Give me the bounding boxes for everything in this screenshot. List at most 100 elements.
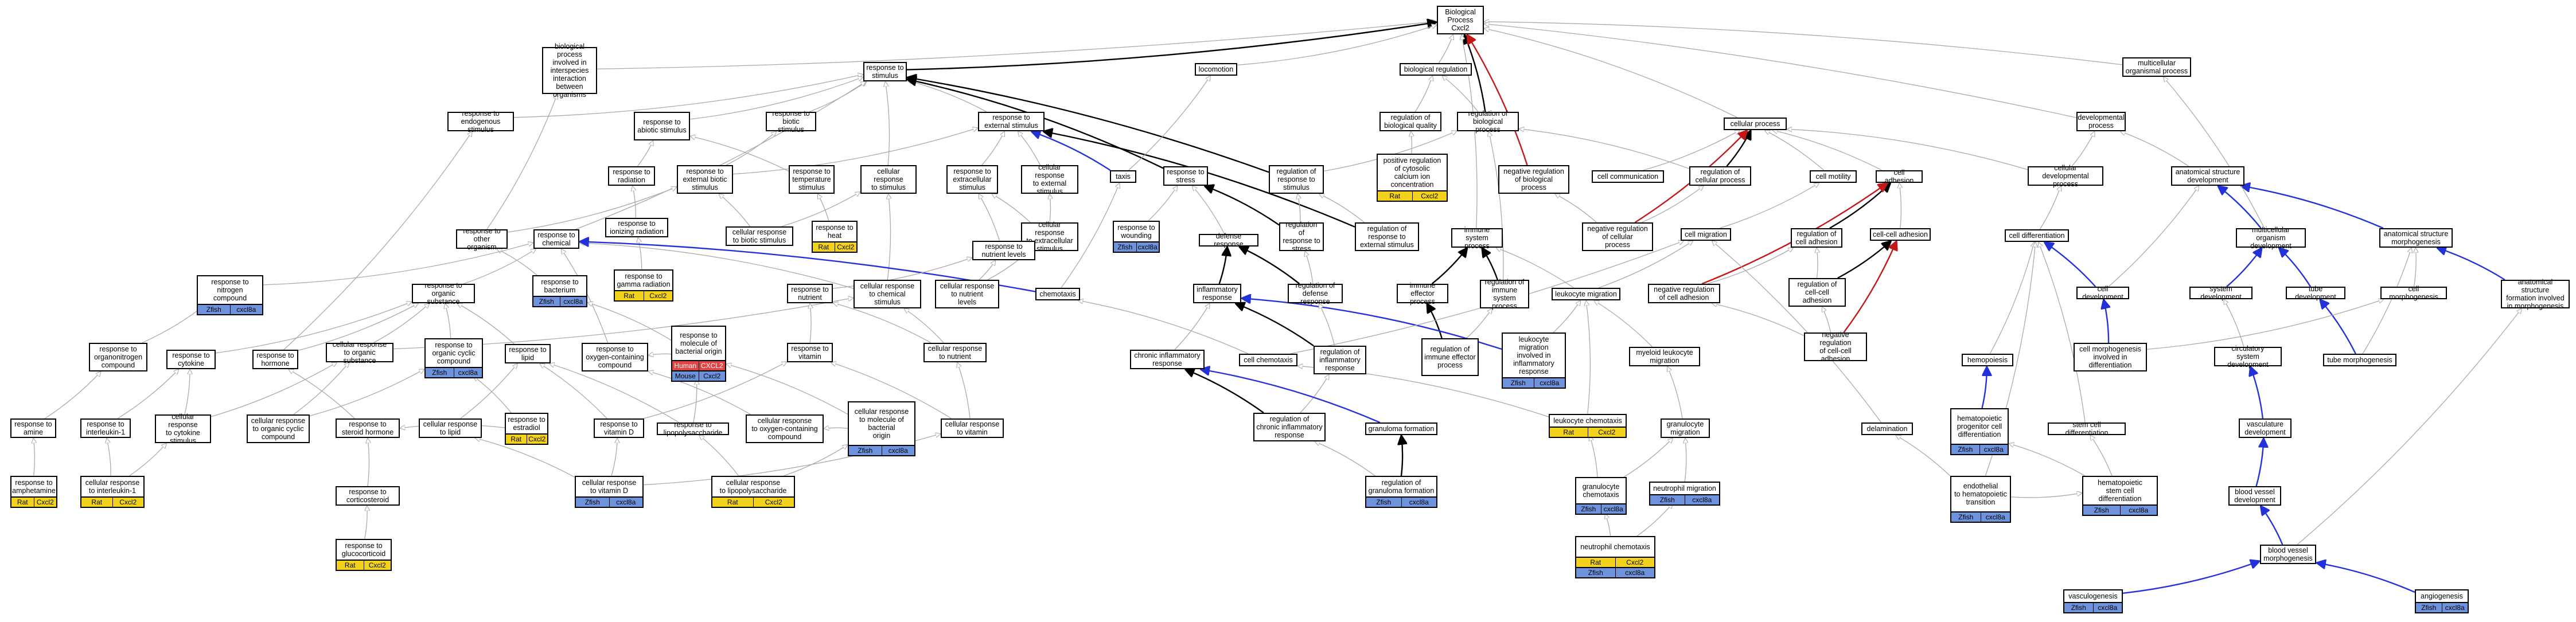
node-neg-reg-adh[interactable]: negative regulation of cell adhesion [1648, 284, 1720, 303]
node-resp-temp[interactable]: response to temperature stimulus [789, 165, 835, 194]
node-cell-resp-stim[interactable]: cellular response to stimulus [860, 165, 917, 194]
node-cell-chemo[interactable]: cell chemotaxis [1239, 354, 1297, 366]
node-cell-resp-org-cyc[interactable]: cellular response to organic cyclic comp… [247, 414, 310, 443]
node-multorg[interactable]: multicellular organismal process [2122, 57, 2191, 77]
node-resp-extracell[interactable]: response to extracellular stimulus [946, 165, 998, 194]
node-tube-morph[interactable]: tube morphogenesis [2323, 354, 2396, 366]
node-cell-dev[interactable]: cell development [2076, 285, 2129, 301]
node-resp-nutr[interactable]: response to nutrient [787, 284, 833, 303]
node-neg-reg-bp[interactable]: negative regulation of biological proces… [1498, 165, 1569, 194]
node-resp-hormone[interactable]: response to hormone [252, 350, 298, 369]
node-resp-il1[interactable]: response to interleukin-1 [80, 418, 131, 438]
node-tube-dev[interactable]: tube development [2286, 285, 2345, 301]
node-cell-diff[interactable]: cell differentiation [2005, 229, 2069, 242]
node-biolreg[interactable]: biological regulation [1400, 63, 1472, 76]
node-bv-morph[interactable]: blood vessel morphogenesis [2260, 545, 2316, 564]
node-cell-dev-proc[interactable]: cellular developmental process [2028, 164, 2103, 188]
node-reg-chronic[interactable]: regulation of chronic inflammatory respo… [1253, 413, 1326, 441]
node-resp-lipid[interactable]: response to lipid [505, 344, 551, 363]
node-multi-org-dev[interactable]: multicellular organism development [2236, 226, 2306, 250]
node-cell-resp-nutr[interactable]: cellular response to nutrient [923, 343, 987, 362]
node-root[interactable]: Biological Process Cxcl2 [1437, 6, 1484, 34]
node-cell-resp-ext[interactable]: cellular response to external stimulus [1021, 163, 1078, 195]
node-hemopoiesis[interactable]: hemopoiesis [1962, 354, 2013, 366]
node-resp-other[interactable]: response to other organism [456, 227, 508, 251]
node-resp-rad[interactable]: response to radiation [608, 166, 655, 186]
node-stem-diff[interactable]: stem cell differentiation [2048, 421, 2126, 437]
node-neg-reg-cell[interactable]: negative regulation of cellular process [1582, 222, 1653, 251]
node-granulocyte-mig[interactable]: granulocyte migration [1661, 418, 1710, 438]
node-resp-lps[interactable]: response to lipopolysaccharide [657, 421, 729, 437]
node-resp-org-sub[interactable]: response to organic substance [412, 281, 475, 306]
node-resp-ion[interactable]: response to ionizing radiation [605, 218, 668, 237]
node-loc[interactable]: locomotion [1195, 63, 1237, 76]
node-cell-resp-mol-bact[interactable]: cellular response to molecule of bacteri… [848, 401, 915, 456]
node-cell-proc[interactable]: cellular process [1724, 118, 1787, 130]
node-leuk-mig-inflam[interactable]: leukocyte migration involved in inflamma… [1502, 332, 1566, 389]
node-reg-imm[interactable]: regulation of immune system process [1480, 278, 1529, 310]
node-reg-bq[interactable]: regulation of biological quality [1379, 112, 1441, 131]
node-resp-mol-bact[interactable]: response to molecule of bacterial origin… [671, 326, 726, 382]
node-resp-stim[interactable]: response to stimulus [863, 62, 907, 81]
node-resp-vit[interactable]: response to vitamin [787, 343, 833, 362]
node-resp-amine[interactable]: response to amine [10, 418, 56, 438]
node-reg-inflam[interactable]: regulation of inflammatory response [1314, 346, 1366, 374]
node-resp-o2[interactable]: response to oxygen-containing compound [582, 343, 648, 371]
node-resp-biotic[interactable]: response to biotic stimulus [766, 109, 816, 134]
node-taxis[interactable]: taxis [1110, 170, 1136, 183]
node-resp-abio[interactable]: response to abiotic stimulus [634, 112, 690, 140]
node-resp-chem[interactable]: response to chemical [533, 229, 579, 249]
node-resp-org-n[interactable]: response to organonitrogen compound [89, 343, 147, 371]
node-vasc-dev[interactable]: vasculature development [2239, 418, 2291, 438]
node-cell-resp-org[interactable]: cellular response to organic substance [326, 341, 393, 365]
node-dev-proc[interactable]: developmental process [2076, 112, 2126, 131]
node-reg-bp[interactable]: regulation of biological process [1457, 109, 1519, 134]
node-resp-cortico[interactable]: response to corticosteroid [336, 486, 400, 506]
node-cell-resp-extracell[interactable]: cellular response to extracellular stimu… [1021, 221, 1078, 253]
node-resp-cytokine[interactable]: response to cytokine [166, 350, 216, 369]
node-cell-motility[interactable]: cell motility [1810, 170, 1857, 183]
node-resp-ext-biotic[interactable]: response to external biotic stimulus [677, 165, 733, 194]
node-resp-nutr-lvl[interactable]: response to nutrient levels [972, 241, 1035, 260]
node-reg-cell-adh[interactable]: regulation of cell adhesion [1791, 228, 1842, 248]
node-reg-imm-eff[interactable]: regulation of immune effector process [1421, 338, 1479, 376]
node-reg-cc-adh[interactable]: regulation of cell-cell adhesion [1788, 278, 1846, 307]
node-granuloma[interactable]: granuloma formation [1365, 423, 1437, 435]
node-myeloid-mig[interactable]: myeloid leukocyte migration [1629, 347, 1700, 366]
node-reg-resp-stress[interactable]: regulation of response to stress [1279, 221, 1324, 253]
node-cell-resp-o2[interactable]: cellular response to oxygen-containing c… [746, 414, 824, 443]
node-cell-morph-diff[interactable]: cell morphogenesis involved in different… [2074, 343, 2147, 371]
node-cell-morph[interactable]: cell morphogenesis [2380, 285, 2447, 301]
node-cell-resp-vit[interactable]: cellular response to vitamin [941, 418, 1004, 438]
node-reg-cell-proc[interactable]: regulation of cellular process [1689, 166, 1751, 186]
node-cell-adh[interactable]: cell adhesion [1876, 169, 1923, 185]
node-sys-dev[interactable]: system development [2189, 285, 2252, 301]
node-blood-vessel-dev[interactable]: blood vessel development [2228, 486, 2281, 506]
node-hemato-prog[interactable]: hematopoietic progenitor cell differenti… [1950, 408, 2009, 455]
node-circ-sys[interactable]: circulatory system development [2214, 345, 2282, 369]
node-reg-resp-stim[interactable]: regulation of response to stimulus [1269, 165, 1324, 194]
node-chronic-inflam[interactable]: chronic inflammatory response [1130, 350, 1205, 369]
node-cell-comm[interactable]: cell communication [1592, 170, 1664, 183]
node-neg-reg-ccadh[interactable]: negative regulation of cell-cell adhesio… [1804, 331, 1867, 363]
node-cell-resp-cyt[interactable]: cellular response to cytokine stimulus [155, 413, 211, 445]
node-delamination[interactable]: delamination [1861, 423, 1913, 435]
